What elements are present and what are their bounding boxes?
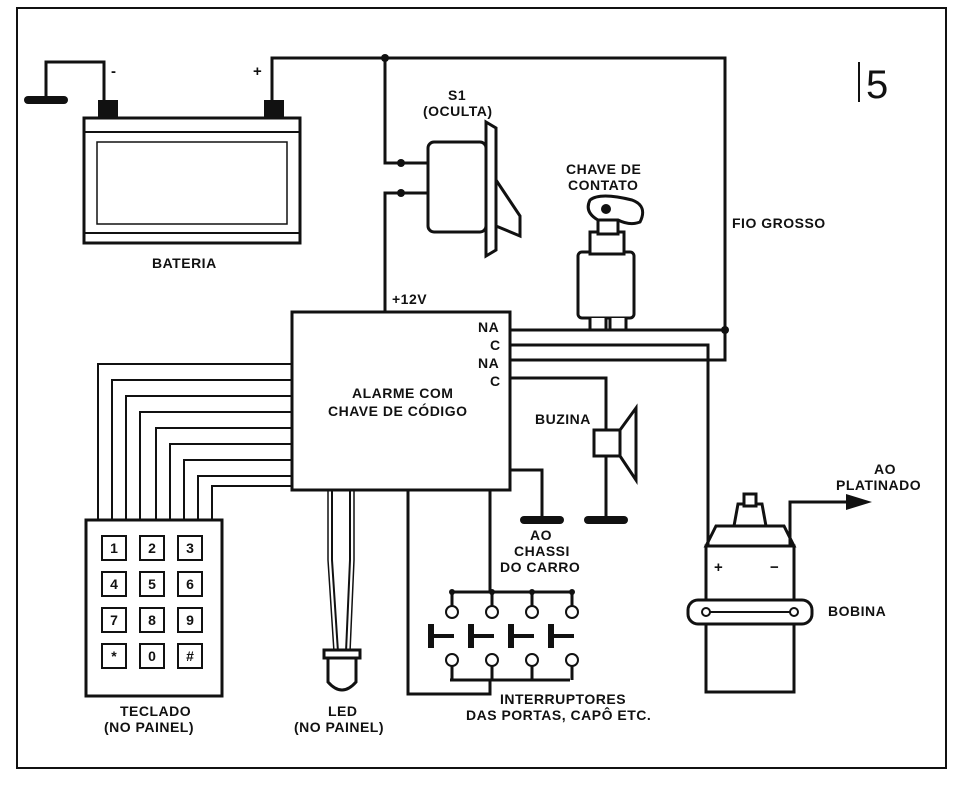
alarm-terminal-na1: NA bbox=[478, 319, 499, 335]
ignition-key-switch bbox=[576, 194, 645, 332]
switch-contact bbox=[525, 605, 539, 619]
keypad-key-label: 2 bbox=[148, 540, 156, 556]
horn-ground-symbol bbox=[584, 516, 628, 524]
door-switches-label-line2: DAS PORTAS, CAPÔ ETC. bbox=[466, 706, 651, 723]
ignition-label-line2: CONTATO bbox=[568, 177, 638, 193]
keypad-label-line2: (NO PAINEL) bbox=[104, 719, 194, 735]
alarm-title-line2: CHAVE DE CÓDIGO bbox=[328, 402, 467, 419]
junction-dot bbox=[449, 589, 455, 595]
switch-contact bbox=[525, 653, 539, 667]
horn bbox=[592, 403, 638, 485]
switch-contact bbox=[565, 605, 579, 619]
battery-positive-sign: + bbox=[253, 63, 262, 80]
supply-label: +12V bbox=[392, 291, 427, 307]
keypad-key-label: * bbox=[111, 648, 117, 664]
chassis-label-line1: AO bbox=[530, 527, 552, 543]
keypad-key bbox=[101, 607, 127, 633]
coil-minus-sign: − bbox=[770, 559, 779, 576]
s1-note: (OCULTA) bbox=[423, 103, 493, 119]
ignition-coil bbox=[686, 492, 814, 694]
junction-dot bbox=[489, 589, 495, 595]
door-switches-label-line1: INTERRUPTORES bbox=[500, 691, 626, 707]
keypad-key bbox=[139, 571, 165, 597]
keypad-key bbox=[177, 643, 203, 669]
coil-plus-sign: + bbox=[714, 559, 723, 576]
alarm-title-line1: ALARME COM bbox=[352, 385, 453, 401]
points-label-line2: PLATINADO bbox=[836, 477, 921, 493]
points-arrow-icon bbox=[846, 494, 872, 510]
switch-contact bbox=[445, 653, 459, 667]
switch-button bbox=[468, 624, 474, 648]
keypad-key-label: 7 bbox=[110, 612, 118, 628]
keypad-key-label: 8 bbox=[148, 612, 156, 628]
keypad-label-line1: TECLADO bbox=[120, 703, 191, 719]
switch-contact bbox=[445, 605, 459, 619]
led bbox=[322, 648, 362, 692]
keypad-key bbox=[139, 535, 165, 561]
alarm-terminal-na2: NA bbox=[478, 355, 499, 371]
junction-dot bbox=[569, 589, 575, 595]
keypad-key bbox=[177, 535, 203, 561]
keypad-key-label: 5 bbox=[148, 576, 156, 592]
s1-name: S1 bbox=[448, 87, 466, 103]
battery-label: BATERIA bbox=[152, 255, 217, 271]
s1-hidden-switch bbox=[397, 119, 522, 259]
figure-number: 5 bbox=[866, 63, 888, 107]
door-switches bbox=[428, 589, 579, 680]
junction-dot bbox=[529, 589, 535, 595]
switch-contact bbox=[485, 605, 499, 619]
alarm-terminal-c1: C bbox=[490, 337, 501, 353]
switch-contact bbox=[565, 653, 579, 667]
keypad-keys: 1 2 3 4 5 6 7 8 9 * 0 # bbox=[101, 535, 203, 669]
keypad-key-label: 1 bbox=[110, 540, 118, 556]
points-label-line1: AO bbox=[874, 461, 896, 477]
keypad-key bbox=[139, 643, 165, 669]
keypad-key-label: 6 bbox=[186, 576, 194, 592]
keypad-key-label: 3 bbox=[186, 540, 194, 556]
battery bbox=[82, 100, 302, 245]
alarm-terminal-c2: C bbox=[490, 373, 501, 389]
thick-wire-label: FIO GROSSO bbox=[732, 215, 826, 231]
battery-ground-symbol bbox=[24, 96, 68, 104]
switch-button bbox=[548, 624, 554, 648]
keypad-key-label: 9 bbox=[186, 612, 194, 628]
keypad-key bbox=[177, 571, 203, 597]
ignition-label-line1: CHAVE DE bbox=[566, 161, 641, 177]
keypad-key bbox=[101, 571, 127, 597]
chassis-label-line2: CHASSI bbox=[514, 543, 570, 559]
keypad-key-label: 4 bbox=[110, 576, 118, 592]
keypad-key bbox=[177, 607, 203, 633]
battery-negative-sign: - bbox=[111, 63, 116, 80]
led-label-line1: LED bbox=[328, 703, 358, 719]
figure-frame bbox=[16, 7, 947, 769]
switch-contact bbox=[485, 653, 499, 667]
switch-button bbox=[508, 624, 514, 648]
keypad-key bbox=[101, 535, 127, 561]
chassis-label-line3: DO CARRO bbox=[500, 559, 580, 575]
keypad-key-label: # bbox=[186, 648, 194, 664]
chassis-ground-symbol bbox=[520, 516, 564, 524]
horn-label: BUZINA bbox=[535, 411, 591, 427]
keypad-key bbox=[101, 643, 127, 669]
led-label-line2: (NO PAINEL) bbox=[294, 719, 384, 735]
alarm-unit bbox=[290, 310, 512, 492]
keypad-key bbox=[139, 607, 165, 633]
switch-button bbox=[428, 624, 434, 648]
coil-label: BOBINA bbox=[828, 603, 886, 619]
keypad-key-label: 0 bbox=[148, 648, 156, 664]
